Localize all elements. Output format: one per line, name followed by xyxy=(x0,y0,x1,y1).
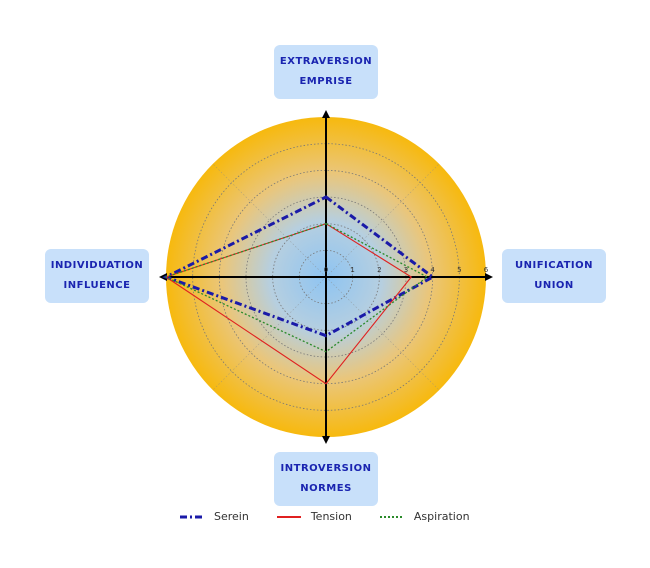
radar-tick-labels: 0 1 2 3 4 5 6 xyxy=(324,266,489,274)
legend-label-aspiration: Aspiration xyxy=(413,510,470,523)
legend-swatch-serein xyxy=(180,515,204,518)
series-serein xyxy=(162,195,436,338)
axis-label-right: UNIFICATION UNION xyxy=(502,249,606,303)
tick-label-1: 1 xyxy=(350,266,354,274)
legend-item-serein: Serein xyxy=(180,510,249,523)
legend-item-tension: Tension xyxy=(276,510,352,523)
axis-label-bottom-line1: INTROVERSION xyxy=(280,463,372,474)
tick-label-5: 5 xyxy=(457,266,461,274)
axis-label-top-line2: EMPRISE xyxy=(299,76,353,87)
tick-label-2: 2 xyxy=(377,266,381,274)
tick-label-3: 3 xyxy=(404,266,408,274)
axis-label-right-line2: UNION xyxy=(534,280,574,291)
axis-label-bottom: INTROVERSION NORMES xyxy=(274,452,378,506)
axis-label-left: INDIVIDUATION INFLUENCE xyxy=(45,249,149,303)
grid-spoke-1 xyxy=(212,276,327,391)
tick-label-4: 4 xyxy=(430,266,435,274)
legend-swatch-tension xyxy=(276,515,301,518)
axis-label-left-line2: INFLUENCE xyxy=(63,280,131,291)
chart-legend: Serein Tension Aspiration xyxy=(180,510,498,523)
radar-series xyxy=(162,195,436,385)
grid-spoke-0 xyxy=(325,276,440,391)
grid-spoke-3 xyxy=(325,163,440,278)
legend-item-aspiration: Aspiration xyxy=(379,510,470,523)
legend-swatch-aspiration xyxy=(379,515,404,518)
radar-axes xyxy=(159,110,493,444)
axis-label-right-line1: UNIFICATION xyxy=(515,260,593,271)
axis-label-bottom-line2: NORMES xyxy=(300,483,352,494)
legend-label-serein: Serein xyxy=(214,510,249,523)
tick-label-6: 6 xyxy=(484,266,489,274)
legend-label-tension: Tension xyxy=(310,510,352,523)
grid-spoke-2 xyxy=(212,163,327,278)
series-aspiration xyxy=(164,222,429,353)
tick-label-0: 0 xyxy=(324,266,328,274)
axis-label-top-line1: EXTRAVERSION xyxy=(279,56,373,67)
axis-label-top: EXTRAVERSION EMPRISE xyxy=(274,45,378,99)
axis-label-left-line1: INDIVIDUATION xyxy=(50,260,144,271)
